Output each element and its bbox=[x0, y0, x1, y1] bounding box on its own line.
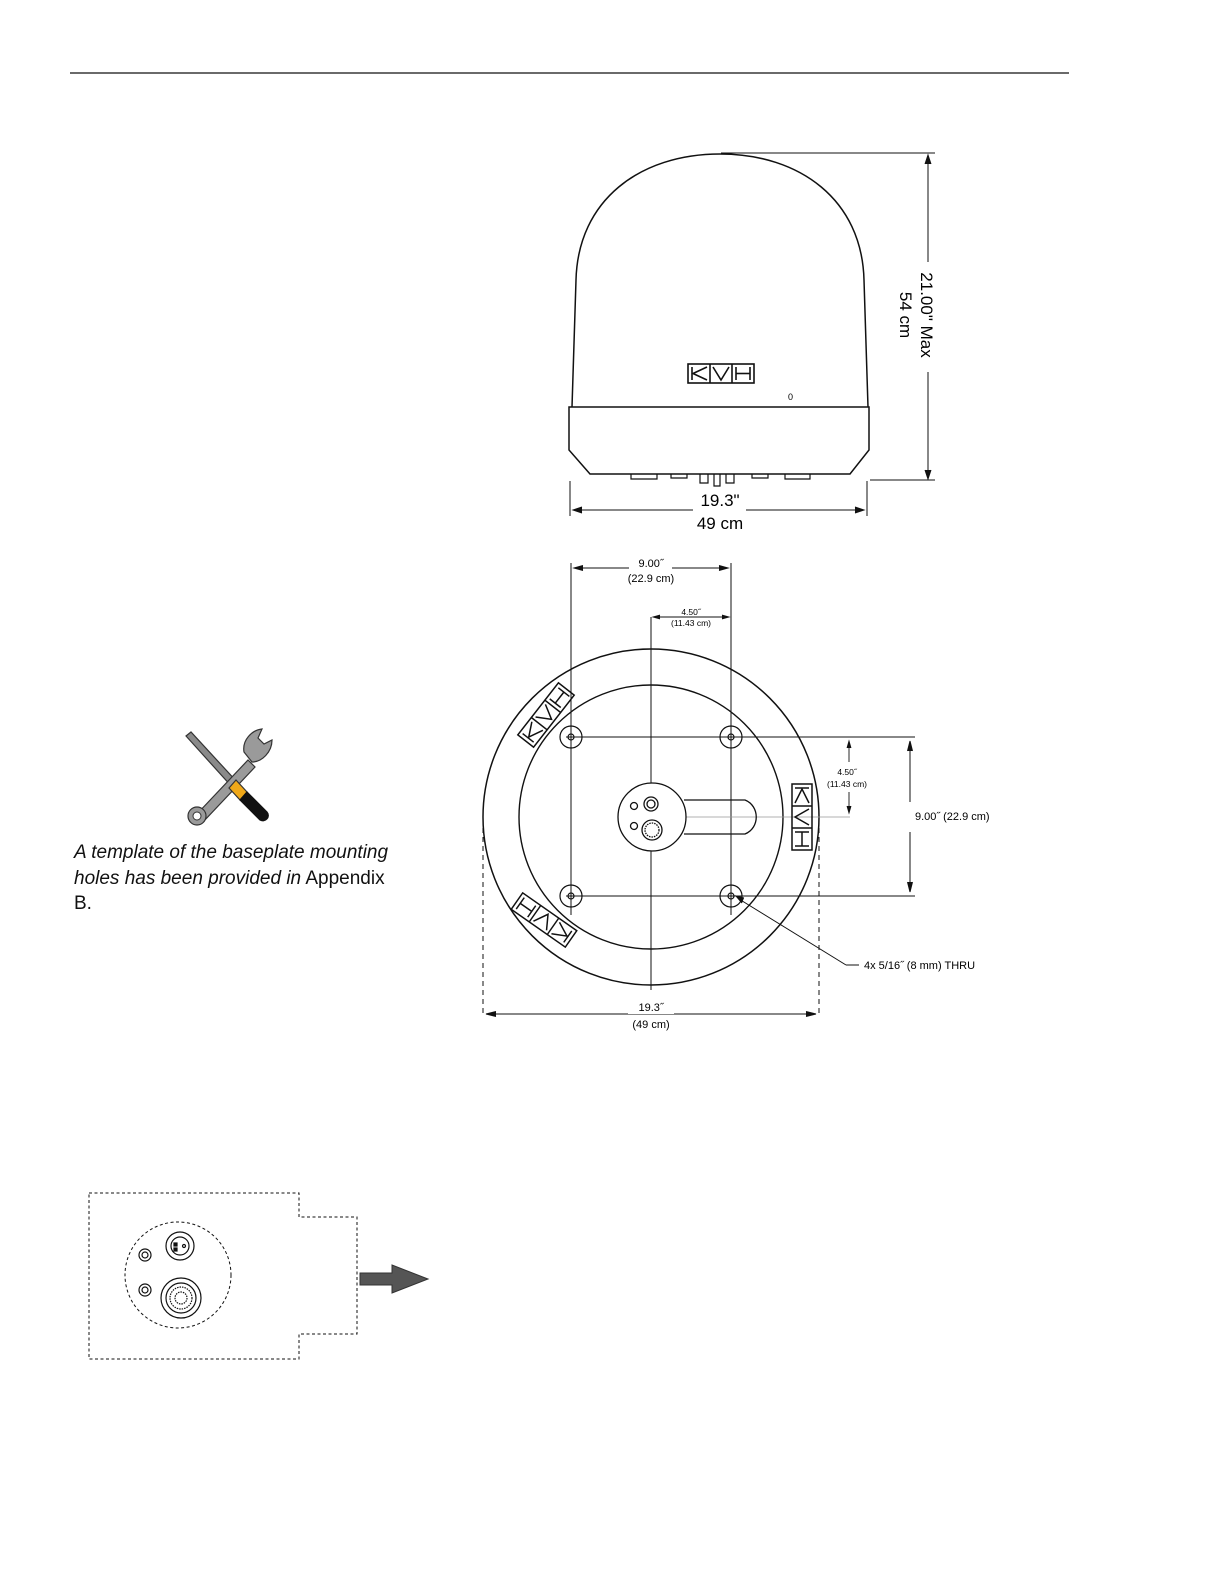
side-half-cm: (11.43 cm) bbox=[827, 779, 867, 789]
height-label-in: 21.00" Max bbox=[917, 272, 936, 358]
base-connectors bbox=[631, 474, 810, 486]
bottom-dim-cm: (49 cm) bbox=[632, 1019, 669, 1031]
baseplate-plan-view bbox=[483, 563, 915, 1016]
top-dim-in: 9.00˝ bbox=[638, 558, 664, 570]
connector-detail-parts bbox=[139, 1232, 201, 1318]
template-note: A template of the baseplate mounting hol… bbox=[74, 840, 394, 917]
half-dim-cm: (11.43 cm) bbox=[671, 618, 711, 628]
width-label-in: 19.3" bbox=[700, 491, 739, 510]
radome-marker: 0 bbox=[788, 392, 793, 402]
holes-leader bbox=[736, 896, 859, 965]
kvh-logo bbox=[688, 364, 754, 383]
radome-base bbox=[569, 407, 869, 474]
connector-detail-callout bbox=[89, 1193, 357, 1359]
side-full-dimension bbox=[908, 741, 913, 892]
side-view-drawing bbox=[569, 154, 869, 486]
arrow-right-icon bbox=[360, 1265, 428, 1293]
radome-dome bbox=[572, 154, 868, 407]
side-half-in: 4.50˝ bbox=[837, 767, 858, 777]
holes-callout: 4x 5/16˝ (8 mm) THRU bbox=[864, 960, 975, 972]
bottom-dim-in: 19.3˝ bbox=[638, 1002, 664, 1014]
kvh-logo-rotated bbox=[511, 893, 577, 947]
half-dim-in: 4.50˝ bbox=[681, 607, 702, 617]
width-label-cm: 49 cm bbox=[697, 514, 743, 533]
top-dim-cm: (22.9 cm) bbox=[628, 573, 674, 585]
construction-lines bbox=[566, 563, 915, 990]
side-full-label: 9.00˝ (22.9 cm) bbox=[915, 811, 990, 823]
wrench-screwdriver-icon bbox=[186, 729, 272, 825]
side-half-dimension bbox=[847, 741, 851, 813]
height-label-cm: 54 cm bbox=[896, 292, 915, 338]
